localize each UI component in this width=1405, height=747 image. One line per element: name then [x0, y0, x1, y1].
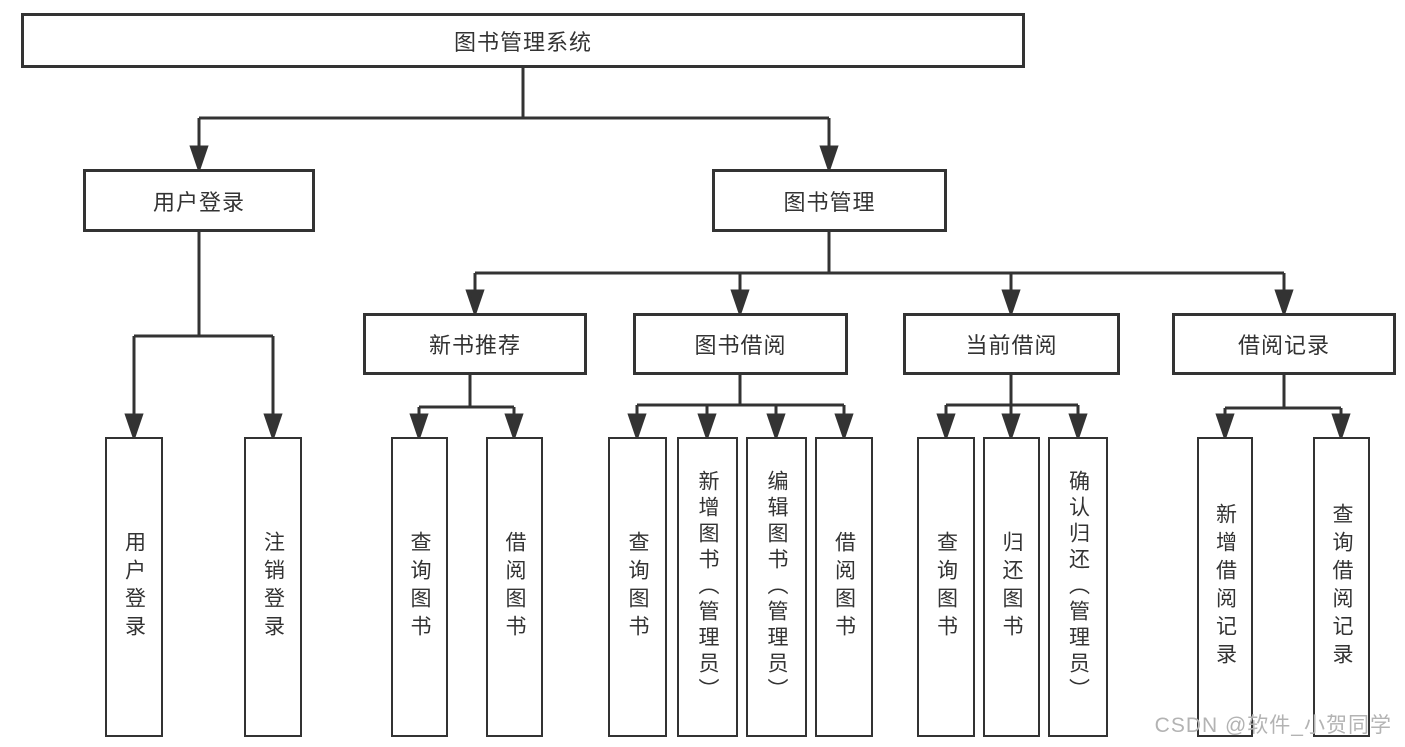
- connector-user-login-to-leaves: [124, 232, 283, 442]
- node-leaf-borrow-books-2-label: 借阅图书: [832, 531, 856, 643]
- node-leaf-query-borrow-record: 查询借阅记录: [1313, 437, 1370, 737]
- csdn-watermark: CSDN @软件_小贺同学: [1154, 714, 1392, 737]
- connector-borrow-records-to-leaves: [1215, 375, 1351, 442]
- node-leaf-user-login: 用户登录: [105, 437, 163, 737]
- node-leaf-borrow-books-2: 借阅图书: [815, 437, 873, 737]
- connector-book-management-to-groups: [465, 232, 1294, 318]
- node-leaf-add-borrow-record: 新增借阅记录: [1197, 437, 1253, 737]
- node-leaf-query-books-2-label: 查询图书: [626, 531, 649, 643]
- node-leaf-query-books-1: 查询图书: [391, 437, 448, 737]
- node-leaf-confirm-return-admin-label: 确认归还（管理员）: [1066, 470, 1090, 704]
- node-user-login-branch-label: 用户登录: [152, 189, 245, 215]
- node-leaf-borrow-books-1-label: 借阅图书: [503, 531, 526, 643]
- connector-book-borrow-to-leaves: [627, 375, 854, 442]
- node-new-book-recommend: 新书推荐: [363, 313, 587, 375]
- node-leaf-query-books-2: 查询图书: [608, 437, 667, 737]
- node-leaf-add-book-admin: 新增图书（管理员）: [677, 437, 738, 737]
- node-book-management-branch: 图书管理: [712, 169, 947, 232]
- node-new-book-recommend-label: 新书推荐: [428, 333, 521, 358]
- node-leaf-add-borrow-record-label: 新增借阅记录: [1213, 503, 1237, 671]
- node-current-borrow: 当前借阅: [903, 313, 1120, 375]
- node-leaf-query-books-3-label: 查询图书: [934, 531, 958, 643]
- node-leaf-return-books-label: 归还图书: [1000, 531, 1023, 643]
- node-root-system-label: 图书管理系统: [453, 29, 592, 55]
- node-leaf-query-borrow-record-label: 查询借阅记录: [1330, 503, 1353, 671]
- node-current-borrow-label: 当前借阅: [965, 333, 1058, 358]
- node-leaf-query-books-3: 查询图书: [917, 437, 975, 737]
- node-user-login-branch: 用户登录: [83, 169, 315, 232]
- node-leaf-return-books: 归还图书: [983, 437, 1040, 737]
- node-book-management-branch-label: 图书管理: [783, 189, 876, 215]
- node-leaf-logout-label: 注销登录: [261, 531, 285, 643]
- connector-new-book-to-leaves: [409, 375, 524, 442]
- node-book-borrow-label: 图书借阅: [694, 333, 787, 358]
- node-leaf-query-books-1-label: 查询图书: [408, 531, 431, 643]
- node-leaf-edit-book-admin-label: 编辑图书（管理员）: [765, 470, 788, 704]
- node-leaf-user-login-label: 用户登录: [122, 531, 146, 643]
- node-leaf-borrow-books-1: 借阅图书: [486, 437, 543, 737]
- node-borrow-records: 借阅记录: [1172, 313, 1396, 375]
- node-leaf-logout: 注销登录: [244, 437, 302, 737]
- node-leaf-confirm-return-admin: 确认归还（管理员）: [1048, 437, 1108, 737]
- connector-root-to-branches: [189, 68, 839, 174]
- node-borrow-records-label: 借阅记录: [1237, 333, 1330, 358]
- node-leaf-add-book-admin-label: 新增图书（管理员）: [696, 470, 719, 704]
- node-leaf-edit-book-admin: 编辑图书（管理员）: [746, 437, 807, 737]
- connector-current-borrow-to-leaves: [936, 375, 1088, 442]
- node-root-system: 图书管理系统: [21, 13, 1025, 68]
- node-book-borrow: 图书借阅: [633, 313, 848, 375]
